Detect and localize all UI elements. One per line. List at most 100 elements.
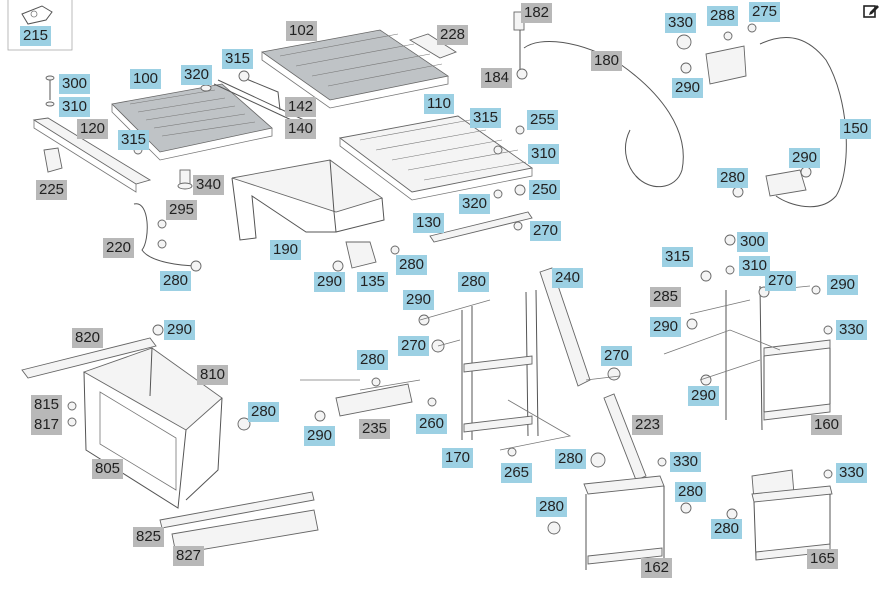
part-callout-330[interactable]: 330 <box>836 320 868 340</box>
part-callout-228[interactable]: 228 <box>437 25 469 45</box>
part-callout-290[interactable]: 290 <box>304 426 336 446</box>
part-callout-295[interactable]: 295 <box>166 200 198 220</box>
part-callout-330[interactable]: 330 <box>670 452 702 472</box>
part-callout-184[interactable]: 184 <box>481 68 513 88</box>
part-callout-270[interactable]: 270 <box>765 271 797 291</box>
part-callout-215[interactable]: 215 <box>20 26 52 46</box>
part-callout-280[interactable]: 280 <box>396 255 428 275</box>
part-165-step <box>751 469 833 561</box>
part-callout-825[interactable]: 825 <box>133 527 165 547</box>
part-170-ladder <box>461 289 539 440</box>
part-825-rail <box>159 491 315 529</box>
part-callout-130[interactable]: 130 <box>413 213 445 233</box>
part-callout-290[interactable]: 290 <box>164 320 196 340</box>
part-callout-182[interactable]: 182 <box>521 3 553 23</box>
part-callout-290[interactable]: 290 <box>403 290 435 310</box>
part-300-bolt <box>45 75 55 107</box>
part-callout-162[interactable]: 162 <box>641 558 673 578</box>
part-callout-220[interactable]: 220 <box>103 238 135 258</box>
part-225-bracket <box>43 147 63 173</box>
part-callout-280[interactable]: 280 <box>160 271 192 291</box>
part-callout-165[interactable]: 165 <box>807 549 839 569</box>
part-callout-270[interactable]: 270 <box>530 221 562 241</box>
part-callout-320[interactable]: 320 <box>181 65 213 85</box>
part-callout-310[interactable]: 310 <box>59 97 91 117</box>
part-callout-280[interactable]: 280 <box>711 519 743 539</box>
part-805-frame <box>82 347 223 509</box>
part-callout-270[interactable]: 270 <box>601 346 633 366</box>
part-callout-320[interactable]: 320 <box>459 194 491 214</box>
part-callout-330[interactable]: 330 <box>665 13 697 33</box>
part-callout-235[interactable]: 235 <box>359 419 391 439</box>
part-callout-102[interactable]: 102 <box>286 21 318 41</box>
part-callout-827[interactable]: 827 <box>173 546 205 566</box>
part-150-handrail <box>705 37 847 208</box>
edit-icon[interactable] <box>862 2 879 20</box>
part-120-angle-rail <box>32 117 152 193</box>
part-callout-142[interactable]: 142 <box>285 97 317 117</box>
part-callout-810[interactable]: 810 <box>197 365 229 385</box>
part-callout-190[interactable]: 190 <box>270 240 302 260</box>
part-callout-280[interactable]: 280 <box>717 168 749 188</box>
part-callout-280[interactable]: 280 <box>357 350 389 370</box>
part-callout-300[interactable]: 300 <box>737 232 769 252</box>
part-callout-310[interactable]: 310 <box>739 256 771 276</box>
part-102-step-plate <box>260 29 450 109</box>
part-callout-340[interactable]: 340 <box>193 175 225 195</box>
part-180-handrail <box>513 11 684 188</box>
fasteners <box>67 23 833 535</box>
part-callout-225[interactable]: 225 <box>36 180 68 200</box>
part-callout-290[interactable]: 290 <box>688 386 720 406</box>
part-callout-280[interactable]: 280 <box>536 497 568 517</box>
part-callout-290[interactable]: 280 <box>555 449 587 469</box>
part-callout-315[interactable]: 315 <box>662 247 694 267</box>
part-callout-315[interactable]: 315 <box>222 49 254 69</box>
part-callout-290[interactable]: 290 <box>650 317 682 337</box>
part-callout-250[interactable]: 250 <box>529 180 561 200</box>
part-callout-288[interactable]: 288 <box>707 6 739 26</box>
part-callout-285[interactable]: 285 <box>650 287 682 307</box>
part-340-bumper <box>177 169 193 190</box>
part-callout-135[interactable]: 135 <box>357 272 389 292</box>
part-callout-805[interactable]: 805 <box>92 459 124 479</box>
part-callout-815[interactable]: 815 <box>31 395 63 415</box>
part-callout-310[interactable]: 310 <box>528 144 560 164</box>
part-callout-260[interactable]: 260 <box>416 414 448 434</box>
part-callout-300[interactable]: 300 <box>59 74 91 94</box>
part-callout-290[interactable]: 290 <box>672 78 704 98</box>
part-callout-290[interactable]: 290 <box>827 275 859 295</box>
part-callout-160[interactable]: 160 <box>811 415 843 435</box>
part-228-clamp <box>408 33 457 59</box>
part-callout-275[interactable]: 275 <box>749 2 781 22</box>
part-callout-265[interactable]: 265 <box>501 463 533 483</box>
part-820-rail <box>21 337 157 379</box>
part-callout-223[interactable]: 223 <box>632 415 664 435</box>
part-callout-180[interactable]: 180 <box>591 51 623 71</box>
part-callout-100[interactable]: 100 <box>130 69 162 89</box>
part-callout-280[interactable]: 280 <box>458 272 490 292</box>
part-130-strip <box>429 211 533 243</box>
part-220-tube <box>133 203 201 267</box>
part-callout-330[interactable]: 330 <box>836 463 868 483</box>
part-callout-140[interactable]: 140 <box>285 119 317 139</box>
part-callout-817[interactable]: 817 <box>31 415 63 435</box>
part-callout-290[interactable]: 290 <box>789 148 821 168</box>
part-160-ladder <box>725 285 831 431</box>
part-callout-255[interactable]: 255 <box>527 110 559 130</box>
part-callout-110[interactable]: 110 <box>424 94 454 114</box>
part-callout-270[interactable]: 270 <box>398 336 430 356</box>
part-callout-290[interactable]: 290 <box>314 272 346 292</box>
part-callout-120[interactable]: 120 <box>77 119 109 139</box>
part-callout-150[interactable]: 150 <box>840 119 872 139</box>
part-190-frame <box>231 159 385 241</box>
part-callout-315[interactable]: 315 <box>470 108 502 128</box>
part-callout-315[interactable]: 315 <box>118 130 150 150</box>
part-callout-240[interactable]: 240 <box>552 268 584 288</box>
part-162-step <box>583 475 665 570</box>
part-callout-820[interactable]: 820 <box>72 328 104 348</box>
part-callout-280[interactable]: 280 <box>675 482 707 502</box>
part-callout-170[interactable]: 170 <box>442 448 474 468</box>
part-callout-280[interactable]: 280 <box>248 402 280 422</box>
